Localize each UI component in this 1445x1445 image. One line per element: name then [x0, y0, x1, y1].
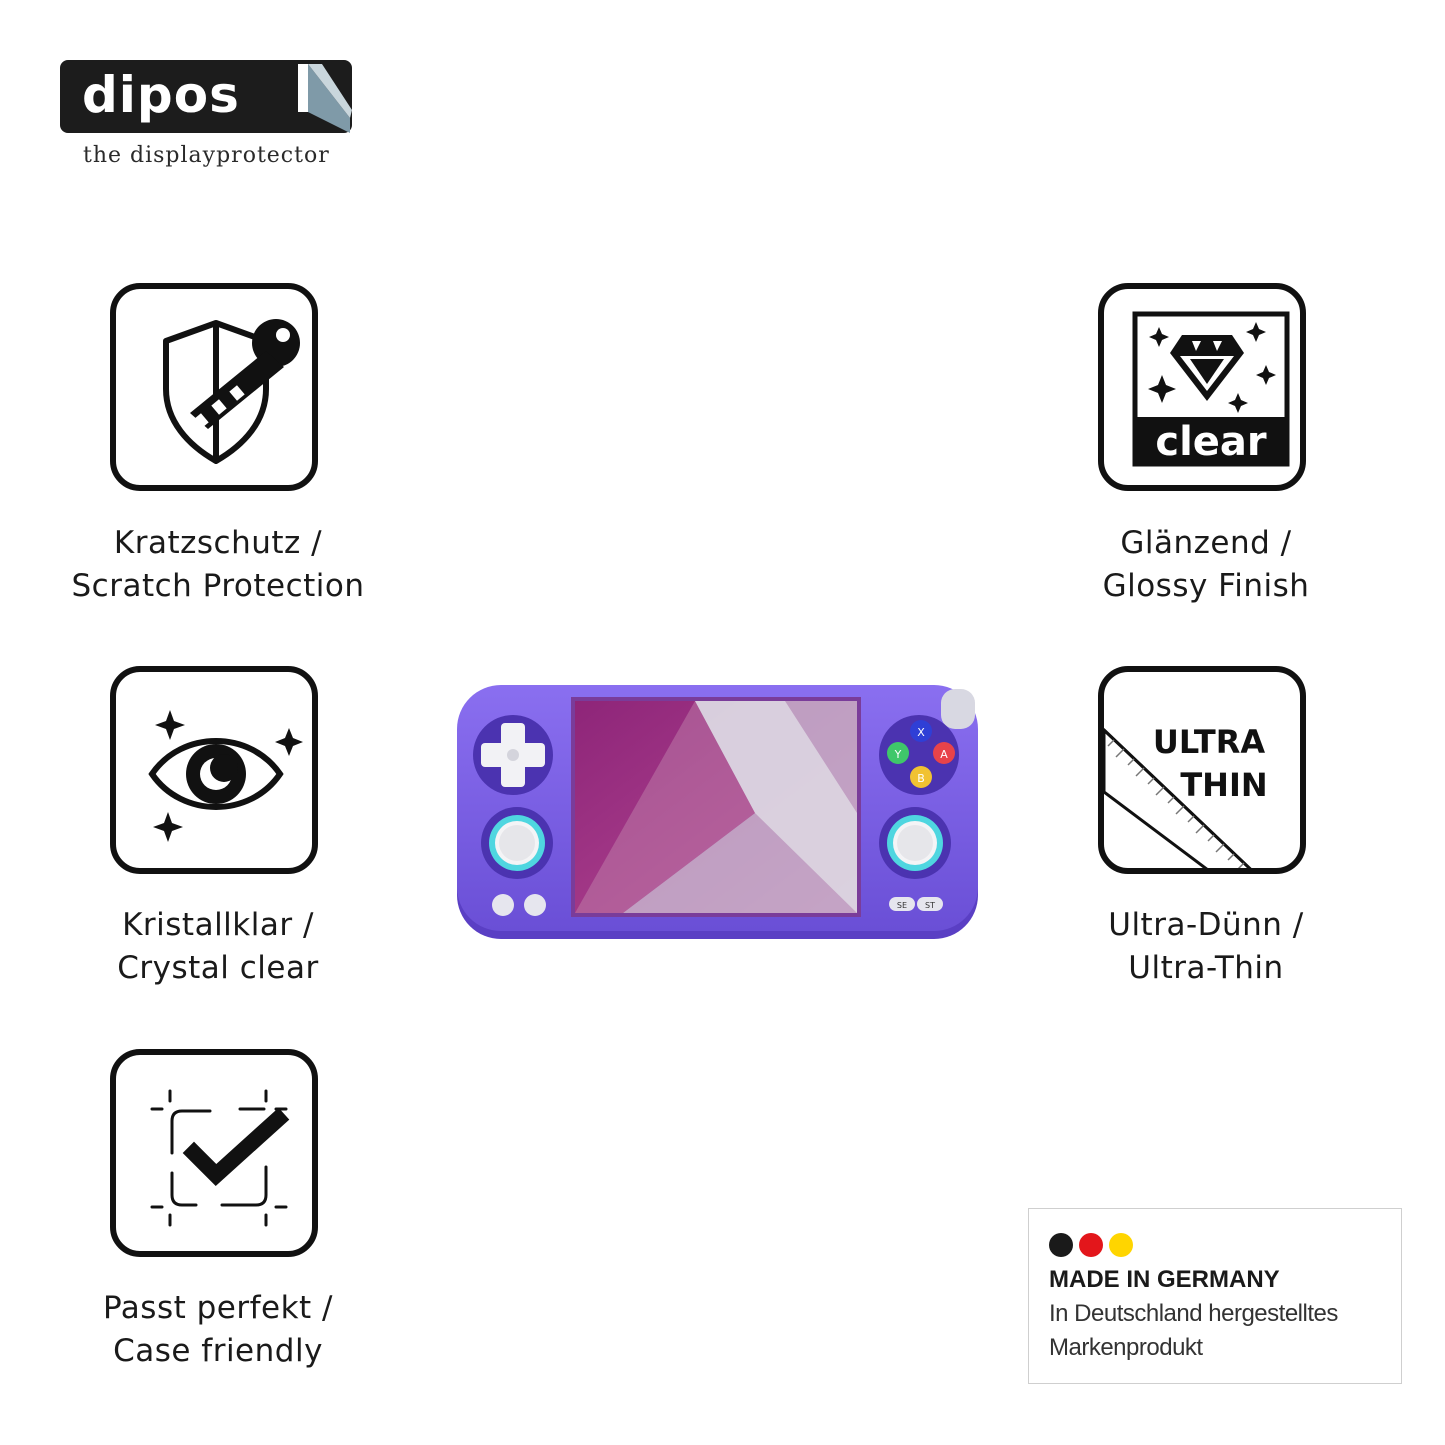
start-button-label: ST — [925, 901, 935, 910]
feature-tile-scratch — [110, 283, 318, 491]
flag-dot-red — [1079, 1233, 1103, 1257]
button-b-label: B — [917, 772, 925, 785]
caption-line-1: Kratzschutz / — [113, 525, 323, 561]
clear-diamond-icon: clear — [1132, 311, 1290, 467]
logo-brand: dipos — [82, 66, 240, 124]
thin-label: THIN — [1180, 766, 1267, 804]
ultra-thin-ruler-icon: ULTRA THIN — [1104, 723, 1268, 868]
button-y-label: Y — [894, 748, 902, 761]
caption-line-2: Crystal clear — [117, 950, 319, 986]
made-in-germany-line-1: In Deutschland hergestelltes — [1049, 1300, 1338, 1327]
button-x-label: X — [917, 726, 925, 739]
dipos-logo: dipos the displayprotector — [60, 60, 354, 172]
logo-peel-icon — [298, 64, 352, 133]
caption-line-2: Case friendly — [113, 1333, 323, 1369]
feature-caption-glossy: Glänzend / Glossy Finish — [1026, 522, 1386, 608]
feature-caption-case: Passt perfekt / Case friendly — [38, 1287, 398, 1373]
caption-line-1: Passt perfekt / — [103, 1290, 333, 1326]
feature-tile-case — [110, 1049, 318, 1257]
handheld-console-image: X Y A B SE ST — [457, 685, 978, 939]
caption-line-1: Glänzend / — [1120, 525, 1292, 561]
logo-tagline: the displayprotector — [83, 143, 330, 168]
feature-caption-crystal: Kristallklar / Crystal clear — [38, 904, 398, 990]
made-in-germany-line-2: Markenprodukt — [1049, 1334, 1203, 1361]
button-a-label: A — [940, 748, 948, 761]
feature-tile-ultrathin: ULTRA THIN — [1098, 666, 1306, 874]
caption-line-1: Ultra-Dünn / — [1108, 907, 1304, 943]
select-button-label: SE — [897, 901, 907, 910]
caption-line-2: Ultra-Thin — [1128, 950, 1284, 986]
flag-dot-gold — [1109, 1233, 1133, 1257]
made-in-germany-badge: MADE IN GERMANY In Deutschland hergestel… — [1028, 1208, 1402, 1384]
caption-line-2: Scratch Protection — [71, 568, 365, 604]
check-frame-icon — [150, 1089, 290, 1227]
feature-caption-ultrathin: Ultra-Dünn / Ultra-Thin — [1026, 904, 1386, 990]
clear-label: clear — [1155, 419, 1267, 465]
caption-line-2: Glossy Finish — [1102, 568, 1310, 604]
ultra-label: ULTRA — [1153, 723, 1266, 761]
eye-icon — [148, 710, 303, 842]
flag-dot-black — [1049, 1233, 1073, 1257]
caption-line-1: Kristallklar / — [122, 907, 314, 943]
made-in-germany-heading: MADE IN GERMANY — [1049, 1266, 1280, 1293]
shield-key-icon — [163, 319, 300, 464]
feature-tile-glossy: clear — [1098, 283, 1306, 491]
feature-tile-crystal — [110, 666, 318, 874]
feature-caption-scratch: Kratzschutz / Scratch Protection — [38, 522, 398, 608]
